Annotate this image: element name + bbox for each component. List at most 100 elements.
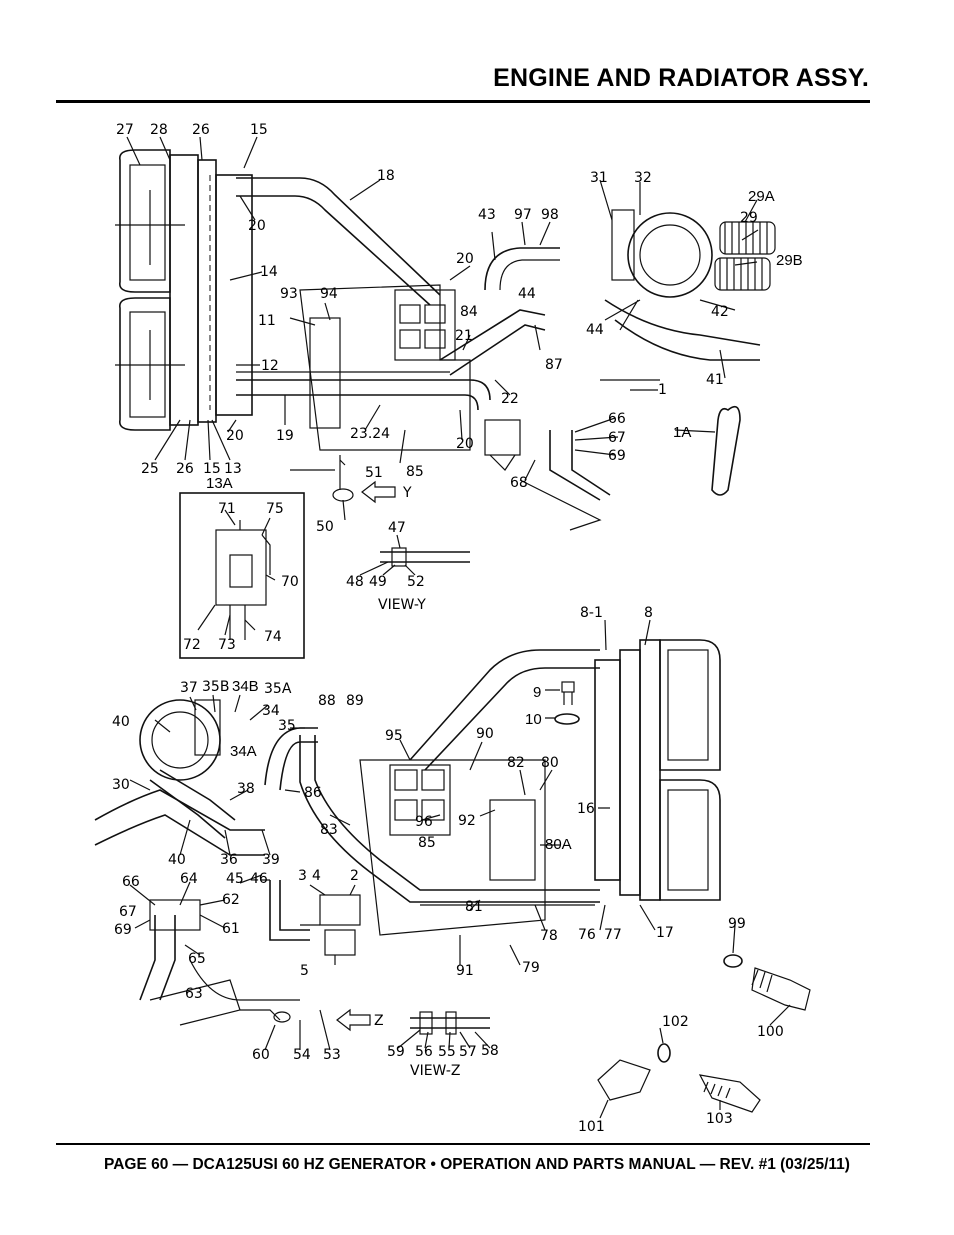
part-label: 22	[501, 391, 519, 407]
part-label: 84	[460, 304, 478, 320]
lower-assembly	[94, 619, 811, 1119]
part-label: 15	[203, 461, 221, 477]
upper-assembly	[115, 136, 776, 659]
part-label: 65	[188, 951, 206, 967]
part-label: 26	[176, 461, 194, 477]
part-label: 50	[316, 519, 334, 535]
part-label: 46	[250, 871, 268, 887]
part-label: 9	[533, 684, 541, 701]
part-label: 93	[280, 286, 298, 302]
part-label: 16	[577, 801, 595, 817]
part-label: 8	[644, 605, 653, 621]
part-label: 3	[298, 868, 307, 884]
part-labels: 27 28 26 15 18 20 14 11 12 93 94 20 43 9…	[112, 122, 803, 1135]
page-title: ENGINE AND RADIATOR ASSY.	[493, 64, 869, 92]
part-label: 61	[222, 921, 240, 937]
part-label: 100	[757, 1024, 784, 1040]
part-label: 27	[116, 122, 134, 138]
part-label: 74	[264, 629, 282, 645]
part-label: 67	[119, 904, 137, 920]
view-label: VIEW-Y	[378, 597, 426, 613]
part-label: 1	[658, 382, 667, 398]
part-label: 75	[266, 501, 284, 517]
part-label: 21	[455, 328, 473, 344]
part-label: 98	[541, 207, 559, 223]
part-label: 35A	[264, 681, 292, 697]
view-label: VIEW-Z	[410, 1063, 460, 1079]
part-label: 29	[740, 210, 758, 226]
part-label: 34B	[232, 678, 259, 695]
part-label: 58	[481, 1043, 499, 1059]
part-label: 18	[377, 168, 395, 184]
part-label: Y	[402, 485, 412, 501]
part-label: 15	[250, 122, 268, 138]
part-label: 2	[350, 868, 359, 884]
part-label: 45	[226, 871, 244, 887]
part-label: 40	[112, 714, 130, 730]
part-label: 41	[706, 372, 724, 388]
part-label: 78	[540, 928, 558, 944]
part-label: 20	[226, 428, 244, 444]
part-label: 44	[518, 286, 536, 302]
part-label: 69	[608, 448, 626, 464]
part-label: Z	[374, 1013, 384, 1029]
part-label: 10	[525, 711, 542, 728]
part-label: 85	[418, 835, 436, 851]
part-label: 20	[248, 218, 266, 234]
part-label: 31	[590, 170, 608, 186]
part-label: 55	[438, 1044, 456, 1060]
part-label: 42	[711, 304, 729, 320]
part-label: 87	[545, 357, 563, 373]
part-label: 19	[276, 428, 294, 444]
part-label: 96	[415, 814, 433, 830]
part-label: 88	[318, 693, 336, 709]
header-rule	[56, 100, 870, 103]
part-label: 63	[185, 986, 203, 1002]
part-label: 39	[262, 852, 280, 868]
part-label: 30	[112, 777, 130, 793]
part-label: 11	[258, 313, 276, 329]
part-label: 34	[262, 703, 280, 719]
part-label: 80A	[545, 836, 572, 853]
part-label: 82	[507, 755, 525, 771]
part-label: 97	[514, 207, 532, 223]
part-label: 12	[261, 358, 279, 374]
part-label: 72	[183, 637, 201, 653]
part-label: 28	[150, 122, 168, 138]
part-label: 64	[180, 871, 198, 887]
part-label: 35	[278, 718, 296, 734]
part-label: 48	[346, 574, 364, 590]
part-label: 76	[578, 927, 596, 943]
part-label: 25	[141, 461, 159, 477]
part-label: 4	[312, 868, 321, 884]
part-label: 38	[237, 781, 255, 797]
page-footer: PAGE 60 — DCA125USI 60 HZ GENERATOR • OP…	[104, 1156, 850, 1173]
part-label: 14	[260, 264, 278, 280]
part-label: 89	[346, 693, 364, 709]
part-label: 83	[320, 822, 338, 838]
part-label: 34A	[230, 743, 257, 760]
part-label: 20	[456, 251, 474, 267]
part-label: 29B	[776, 252, 803, 269]
part-label: 81	[465, 899, 483, 915]
part-label: 70	[281, 574, 299, 590]
part-label: 44	[586, 322, 604, 338]
part-label: 37	[180, 680, 198, 696]
part-label: 102	[662, 1014, 689, 1030]
part-label: 36	[220, 852, 238, 868]
part-label: 1A	[673, 424, 691, 441]
part-label: 86	[304, 785, 322, 801]
part-label: 29A	[748, 188, 775, 205]
part-label: 60	[252, 1047, 270, 1063]
part-label: 8-1	[580, 605, 603, 621]
part-label: 32	[634, 170, 652, 186]
part-label: 103	[706, 1111, 733, 1127]
part-label: 13	[224, 461, 242, 477]
part-label: 90	[476, 726, 494, 742]
part-label: 26	[192, 122, 210, 138]
part-label: 91	[456, 963, 474, 979]
part-label: 53	[323, 1047, 341, 1063]
part-label: 59	[387, 1044, 405, 1060]
part-label: 80	[541, 755, 559, 771]
